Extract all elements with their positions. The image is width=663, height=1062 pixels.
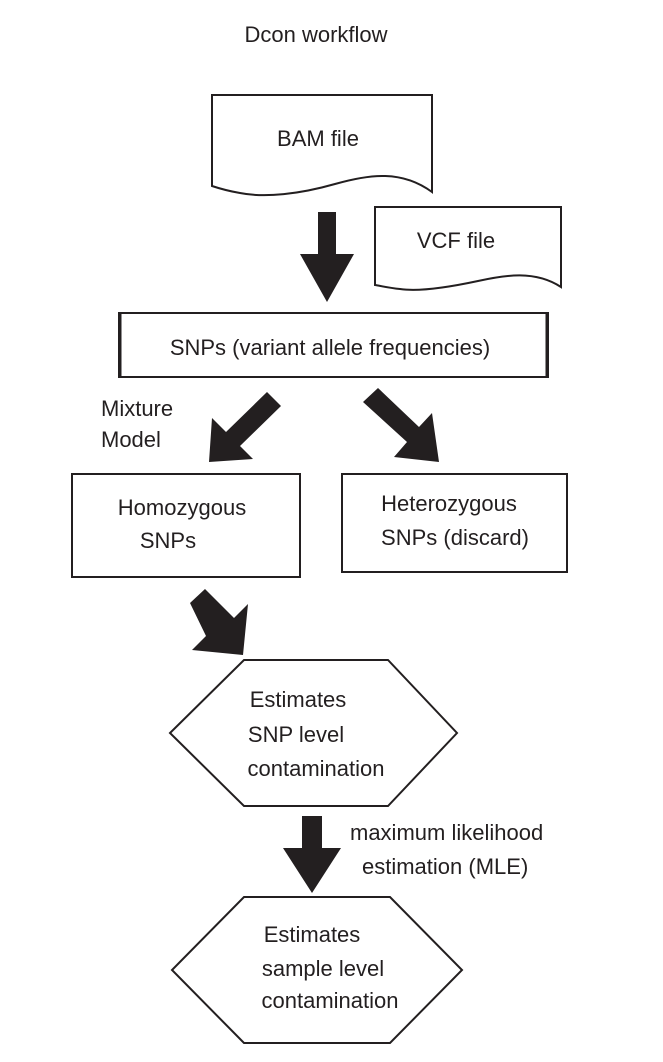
mixture-model-label-line2: Model [101,427,161,452]
arrow-bam-to-snps [300,212,354,302]
sample-level-hexagon [170,896,464,1044]
homozygous-label-line2: SNPs [140,528,196,553]
bam-file-node: BAM file [211,94,433,197]
sample-level-label-line3: contamination [262,988,399,1013]
diagram-title: Dcon workflow [244,22,387,47]
snp-level-label-line3: contamination [248,756,385,781]
arrow-snp-to-sample-level [283,816,341,893]
heterozygous-box [341,473,568,573]
mle-label-line2: estimation (MLE) [362,854,528,879]
sample-level-label-line1: Estimates [264,922,361,947]
sample-level-node: Estimates sample level contamination [170,896,464,1044]
heterozygous-node: Heterozygous SNPs (discard) [341,473,568,573]
vcf-file-label: VCF file [417,228,495,253]
arrow-snps-to-homozygous [209,392,281,462]
snp-level-label-line2: SNP level [248,722,344,747]
snps-node: SNPs (variant allele frequencies) [118,312,549,378]
sample-level-label-line2: sample level [262,956,384,981]
mle-label-line1: maximum likelihood [350,820,543,845]
vcf-file-shape [374,206,562,291]
snp-level-label-line1: Estimates [250,687,347,712]
arrow-snps-to-heterozygous [363,388,439,462]
homozygous-node: Homozygous SNPs [71,473,301,578]
homozygous-box [71,473,301,578]
snp-level-node: Estimates SNP level contamination [168,659,459,807]
homozygous-label-line1: Homozygous [118,495,246,520]
snp-level-hexagon [168,659,459,807]
mixture-model-label-line1: Mixture [101,396,173,421]
snps-label: SNPs (variant allele frequencies) [170,335,490,360]
heterozygous-label-line1: Heterozygous [381,491,517,516]
bam-file-shape [211,94,433,197]
snps-box [118,312,549,378]
heterozygous-label-line2: SNPs (discard) [381,525,529,550]
vcf-file-node: VCF file [374,206,562,291]
bam-file-label: BAM file [277,126,359,151]
arrow-homozygous-to-snp-level [190,589,248,655]
